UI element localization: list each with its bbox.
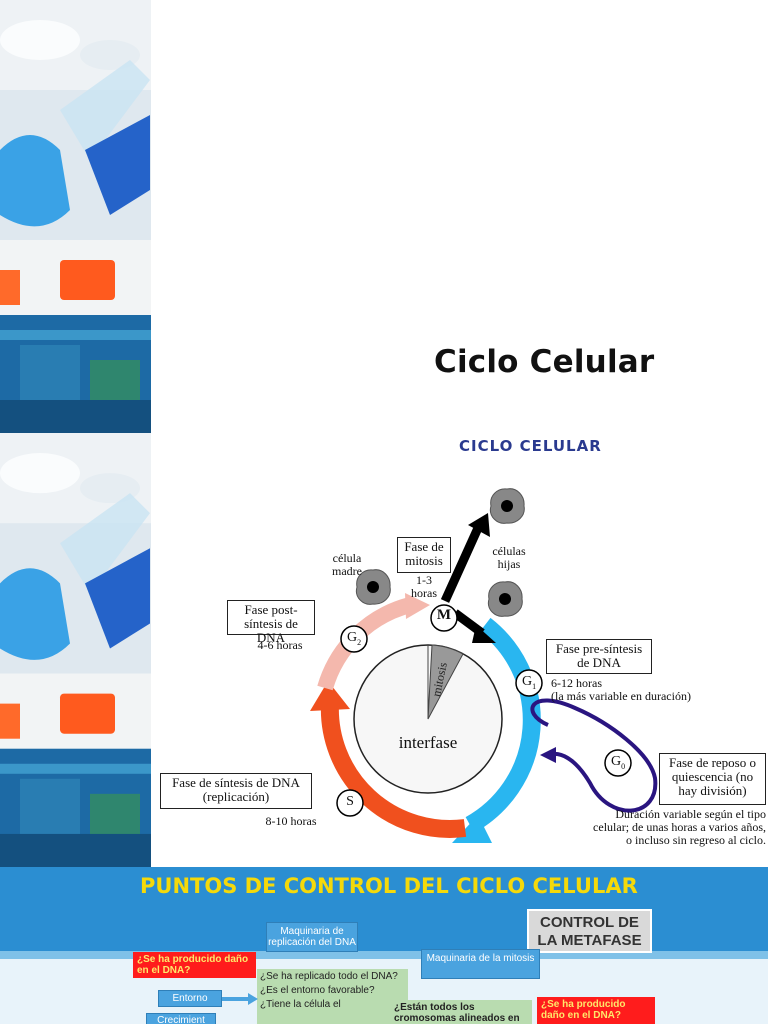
- m-phase-marker: [430, 604, 458, 632]
- diagram-title: CICLO CELULAR: [459, 437, 602, 455]
- mitosis-wedge: [427, 644, 464, 720]
- mitosis-hours: 1-3 horas: [411, 573, 437, 600]
- g2-label: G2: [346, 630, 362, 647]
- g1-phase-box: Fase pre-síntesis de DNA: [546, 639, 652, 674]
- g0-phase-marker: [604, 749, 632, 777]
- entorno-box: Entorno: [158, 990, 222, 1007]
- daughter-cells-label: células hijas: [492, 544, 526, 571]
- control-metafase-box: CONTROL DE LA METAFASE: [527, 909, 652, 953]
- arrow-icon: [222, 993, 258, 1005]
- mother-cell-label: célula madre: [332, 551, 362, 578]
- mitosis-phase-box: Fase de mitosis: [397, 537, 451, 573]
- q-entorno: ¿Es el entorno favorable?: [260, 985, 375, 996]
- checkpoint-questions-box: ¿Se ha replicado todo el DNA? ¿Es el ent…: [257, 969, 408, 1024]
- g0-label: G0: [610, 754, 626, 771]
- slide-title: Ciclo Celular: [434, 344, 655, 380]
- dna-damage-question-1: ¿Se ha producido daño en el DNA?: [133, 952, 256, 978]
- dna-damage-question-2: ¿Se ha producido daño en el DNA?: [537, 997, 655, 1024]
- s-label: S: [346, 794, 354, 809]
- slide-cell-cycle-diagram: CICLO CELULAR: [0, 433, 768, 867]
- m-label: M: [436, 607, 452, 623]
- maq-mitosis-box: Maquinaria de la mitosis: [421, 949, 540, 979]
- s-hours: 8-10 horas: [265, 814, 317, 828]
- g0-loop: [530, 698, 658, 813]
- mother-cell-icon: [355, 569, 391, 605]
- cell-cycle-diagram: [310, 488, 658, 843]
- g2-phase-box: Fase post-síntesis de DNA: [227, 600, 315, 645]
- slide-ciclo-celular-title: Ciclo Celular: [0, 0, 768, 433]
- lab-photo-image: [0, 0, 151, 433]
- interphase-label: interfase: [398, 733, 458, 752]
- alignment-question-box: ¿Están todos los cromosomas alineados en…: [391, 1000, 532, 1024]
- crecimiento-box: Crecimient: [146, 1013, 216, 1024]
- daughter-cell-icon: [489, 488, 525, 524]
- slide-checkpoints: PUNTOS DE CONTROL DEL CICLO CELULAR Maqu…: [0, 867, 768, 1024]
- s-arc: [320, 702, 467, 838]
- daughter-cell-icon: [487, 581, 523, 617]
- g2-phase-marker: [340, 625, 368, 653]
- g2-hours: 4-6 horas: [257, 638, 303, 652]
- lab-photo-image: [0, 433, 151, 867]
- g1-note: (la más variable en duración): [551, 689, 691, 703]
- s-phase-box: Fase de síntesis de DNA (replicación): [160, 773, 312, 809]
- g0-note: Duración variable según el tipo celular;…: [593, 807, 766, 847]
- s-phase-marker: [336, 789, 364, 817]
- g1-phase-marker: [515, 669, 543, 697]
- g1-arc: [465, 617, 541, 833]
- q-tiene: ¿Tiene la célula el: [260, 999, 341, 1010]
- slide-title: PUNTOS DE CONTROL DEL CICLO CELULAR: [140, 874, 638, 898]
- g1-hours: 6-12 horas: [551, 676, 602, 690]
- maq-dna-box: Maquinaria de replicación del DNA: [266, 922, 358, 952]
- g0-phase-box: Fase de reposo o quiescencia (no hay div…: [659, 753, 766, 805]
- q-replicado: ¿Se ha replicado todo el DNA?: [260, 971, 398, 982]
- g1-label: G1: [521, 674, 537, 691]
